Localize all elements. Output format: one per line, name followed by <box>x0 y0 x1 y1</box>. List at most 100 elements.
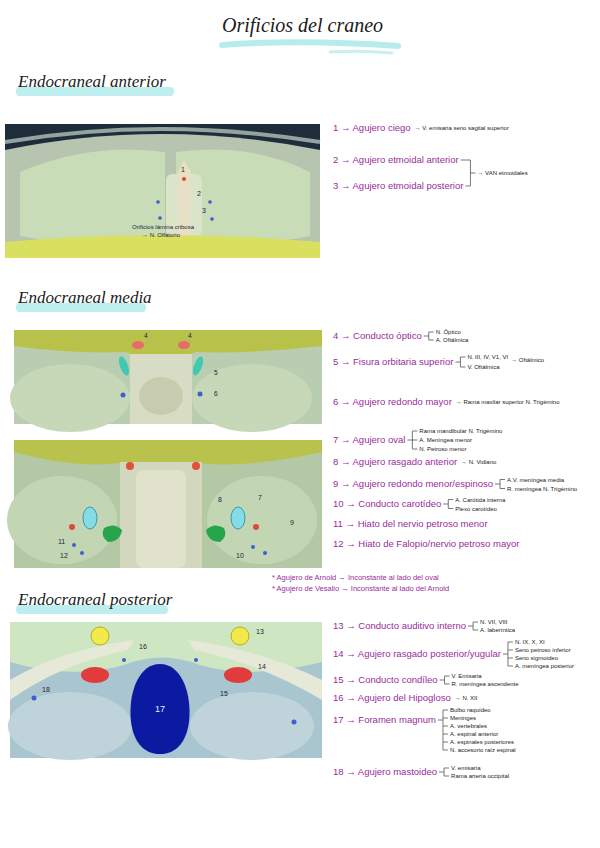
content-note: → Rama maxilar superior N. Trigémino <box>456 398 560 406</box>
acoustic-meatus <box>231 627 249 645</box>
bracket-line <box>443 734 448 735</box>
content-note: N. accesorio raíz espinal <box>450 746 516 754</box>
callout-number: 1 <box>181 166 185 174</box>
frontal-bone <box>5 134 320 258</box>
content-note: N. III, IV, V1, VI <box>467 353 508 361</box>
bracket-line <box>508 642 513 643</box>
sella-turcica <box>139 377 183 415</box>
bracket-line <box>460 357 461 367</box>
bracket-line <box>439 772 444 773</box>
content-note: A. laberíntica <box>480 626 515 634</box>
bracket-line <box>460 357 465 358</box>
foramen-item: 12 → Hiato de Falopio/nervio petroso may… <box>333 538 519 550</box>
bracket-line <box>443 742 448 743</box>
sphenoid-band <box>5 235 320 258</box>
foramen-dot <box>182 177 186 181</box>
content-note: Rama mandibular N. Trigémino <box>419 427 502 435</box>
content-note: Seno sigmoideo <box>515 654 558 662</box>
foramen-item: 17 → Foramen magnum <box>333 714 436 726</box>
callout-number: 9 <box>290 519 294 527</box>
orbital-fissure <box>117 355 131 377</box>
content-note: A. vertebrales <box>450 722 487 730</box>
bracket-line <box>444 768 449 769</box>
acoustic-meatus <box>91 627 109 645</box>
optic-canal <box>132 341 144 349</box>
content-note: V. emisaria <box>451 764 480 772</box>
content-note: Meninges <box>450 714 476 722</box>
cerebellar-fossa <box>8 692 132 760</box>
bracket-line <box>443 726 448 727</box>
bracket-line <box>445 676 450 677</box>
bracket-line <box>443 750 448 751</box>
foramen-dot <box>80 551 84 555</box>
foramen-item: 6 → Agujero redondo mayor <box>333 396 452 408</box>
middle-fossa <box>207 476 317 564</box>
content-note: A. meníngea posterior <box>515 662 574 670</box>
bracket-line <box>412 440 417 441</box>
page-title: Orificios del craneo <box>222 14 383 37</box>
foramen-item: 11 → Hiato del nervio petroso menor <box>333 518 488 530</box>
callout-number: 18 <box>42 686 50 694</box>
content-note: V. Emisaria <box>452 672 482 680</box>
sphenoid-body <box>130 354 192 424</box>
foramen-dot <box>121 393 126 398</box>
bracket-line <box>443 718 448 719</box>
bracket-line <box>473 630 478 631</box>
bracket-line <box>508 650 513 651</box>
bracket-line <box>407 440 412 441</box>
image-annotation: → N. Olfatorio <box>142 232 180 239</box>
anterior-panel <box>5 124 320 258</box>
footnote: * Agujero de Arnold → Inconstante al lad… <box>272 573 439 583</box>
footnote: * Agujero de Vesalio → Inconstante al la… <box>272 584 449 594</box>
title-underline <box>222 42 398 46</box>
foramen-dot <box>263 551 267 555</box>
bracket-line <box>445 684 450 685</box>
bracket-line <box>440 680 445 681</box>
bracket-line <box>424 336 429 337</box>
callout-number: 4 <box>188 332 192 339</box>
title-underline <box>330 51 392 53</box>
content-note: → N. Vidiano <box>461 458 496 466</box>
bracket-line <box>508 666 513 667</box>
foramen-dot <box>72 543 76 547</box>
callout-number: 11 <box>58 538 65 546</box>
foramen-item: 1 → Agujero ciego <box>333 122 411 134</box>
bracket-line <box>503 654 508 655</box>
callout-number: 12 <box>60 552 68 560</box>
foramen-item: 2 → Agujero etmoidal anterior <box>333 154 459 166</box>
bracket-line <box>448 499 453 500</box>
foramen-magnum-shape: 17 <box>128 662 192 756</box>
foramen-item: 15 → Conducto condíleo <box>333 674 438 686</box>
content-note: A. espinales posteriores <box>450 738 514 746</box>
foramen-item: 3 → Agujero etmoidal posterior <box>333 180 463 192</box>
content-note: A.V. meníngea media <box>507 476 564 484</box>
section-heading: Endocraneal anterior <box>18 72 166 92</box>
foramen-dot <box>122 658 126 662</box>
foramen-ovale <box>231 507 245 529</box>
content-note: → Oftálmico <box>511 356 544 364</box>
section-heading: Endocraneal posterior <box>18 590 172 610</box>
content-note: A. Carótida interna <box>455 496 505 504</box>
foramen-item: 10 → Conducto carotídeo <box>333 498 441 510</box>
foramen-dot <box>158 216 162 220</box>
bracket-line <box>500 488 505 489</box>
content-note: Plexo carotídeo <box>455 505 497 513</box>
bracket-line <box>428 332 429 340</box>
content-note: → VAN etmoidales <box>477 169 527 177</box>
bracket-line <box>500 479 505 480</box>
content-note: N. IX, X, XI <box>515 638 545 646</box>
callout-number: 15 <box>220 690 228 698</box>
bracket-line <box>442 710 443 750</box>
content-note: → N. XII <box>455 694 478 702</box>
callout-number: 14 <box>258 663 266 671</box>
section-heading: Endocraneal media <box>18 288 152 308</box>
foramen-dot <box>292 720 297 725</box>
foramen-item: 13 → Conducto auditivo interno <box>333 620 466 632</box>
clivus <box>136 470 186 568</box>
callout-number: 17 <box>128 662 192 756</box>
callout-number: 4 <box>144 332 148 339</box>
bracket-line <box>500 480 501 489</box>
bracket-line <box>412 449 417 450</box>
